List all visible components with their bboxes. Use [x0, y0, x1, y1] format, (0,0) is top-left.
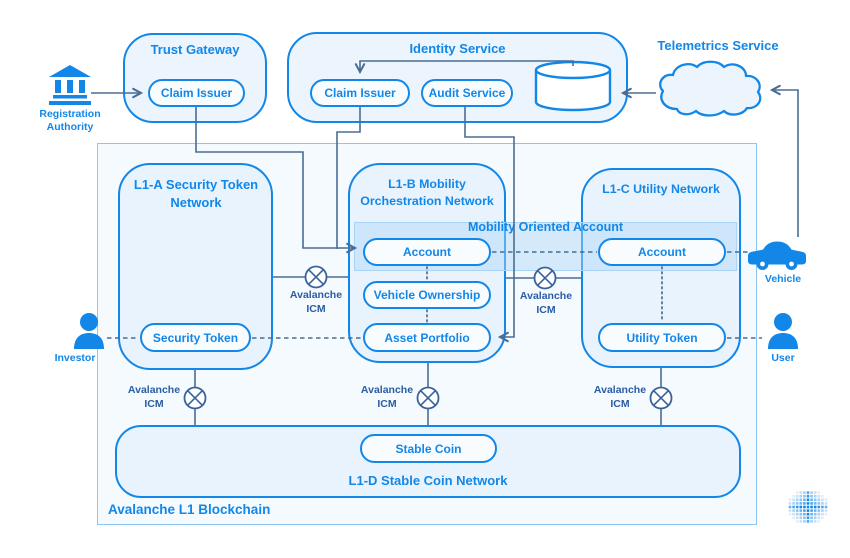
- l1c-account-pill: Account: [598, 238, 726, 266]
- l1b-account-pill: Account: [363, 238, 491, 266]
- trust-gateway-claim-issuer-pill: Claim Issuer: [148, 79, 245, 107]
- vehicle-car-icon: [748, 241, 806, 270]
- investor-person-icon: [74, 313, 104, 349]
- icm-label-ad: Avalanche ICM: [127, 384, 181, 410]
- stable-coin-pill: Stable Coin: [360, 434, 497, 463]
- l1b-title: L1-B Mobility Orchestration Network: [360, 177, 494, 209]
- l1d-title: L1-D Stable Coin Network: [348, 473, 508, 488]
- investor-label: Investor: [54, 352, 96, 364]
- asset-portfolio-pill: Asset Portfolio: [363, 323, 491, 352]
- vehicle-label: Vehicle: [764, 273, 802, 285]
- audit-service-pill: Audit Service: [421, 79, 513, 107]
- l1c-title: L1-C Utility Network: [602, 182, 720, 196]
- bank-icon: [49, 65, 91, 105]
- user-label: User: [771, 352, 795, 364]
- cloud-icon: [659, 60, 762, 117]
- icm-label-cd: Avalanche ICM: [593, 384, 647, 410]
- utility-token-pill: Utility Token: [598, 323, 726, 352]
- arrow-vehicle-to-cloud: [769, 84, 799, 237]
- icm-label-ab: Avalanche ICM: [289, 289, 343, 315]
- vehicle-ownership-pill: Vehicle Ownership: [363, 281, 491, 309]
- identity-claim-issuer-pill: Claim Issuer: [310, 79, 410, 107]
- identity-service-title: Identity Service: [409, 41, 506, 56]
- registration-authority-label: Registration Authority: [39, 108, 101, 134]
- user-person-icon: [768, 313, 798, 349]
- icm-label-bd: Avalanche ICM: [360, 384, 414, 410]
- icm-label-bc: Avalanche ICM: [519, 290, 573, 316]
- trust-gateway-title: Trust Gateway: [150, 42, 240, 57]
- avalanche-l1-blockchain-label: Avalanche L1 Blockchain: [108, 502, 271, 517]
- database-cylinder-icon: [534, 60, 612, 112]
- halftone-dots-logo-icon: [788, 491, 828, 523]
- l1a-title: L1-A Security Token Network: [133, 177, 259, 211]
- security-token-pill: Security Token: [140, 323, 251, 352]
- mobility-oriented-account-title: Mobility Oriented Account: [467, 220, 624, 234]
- telemetrics-service-title: Telemetrics Service: [657, 38, 779, 53]
